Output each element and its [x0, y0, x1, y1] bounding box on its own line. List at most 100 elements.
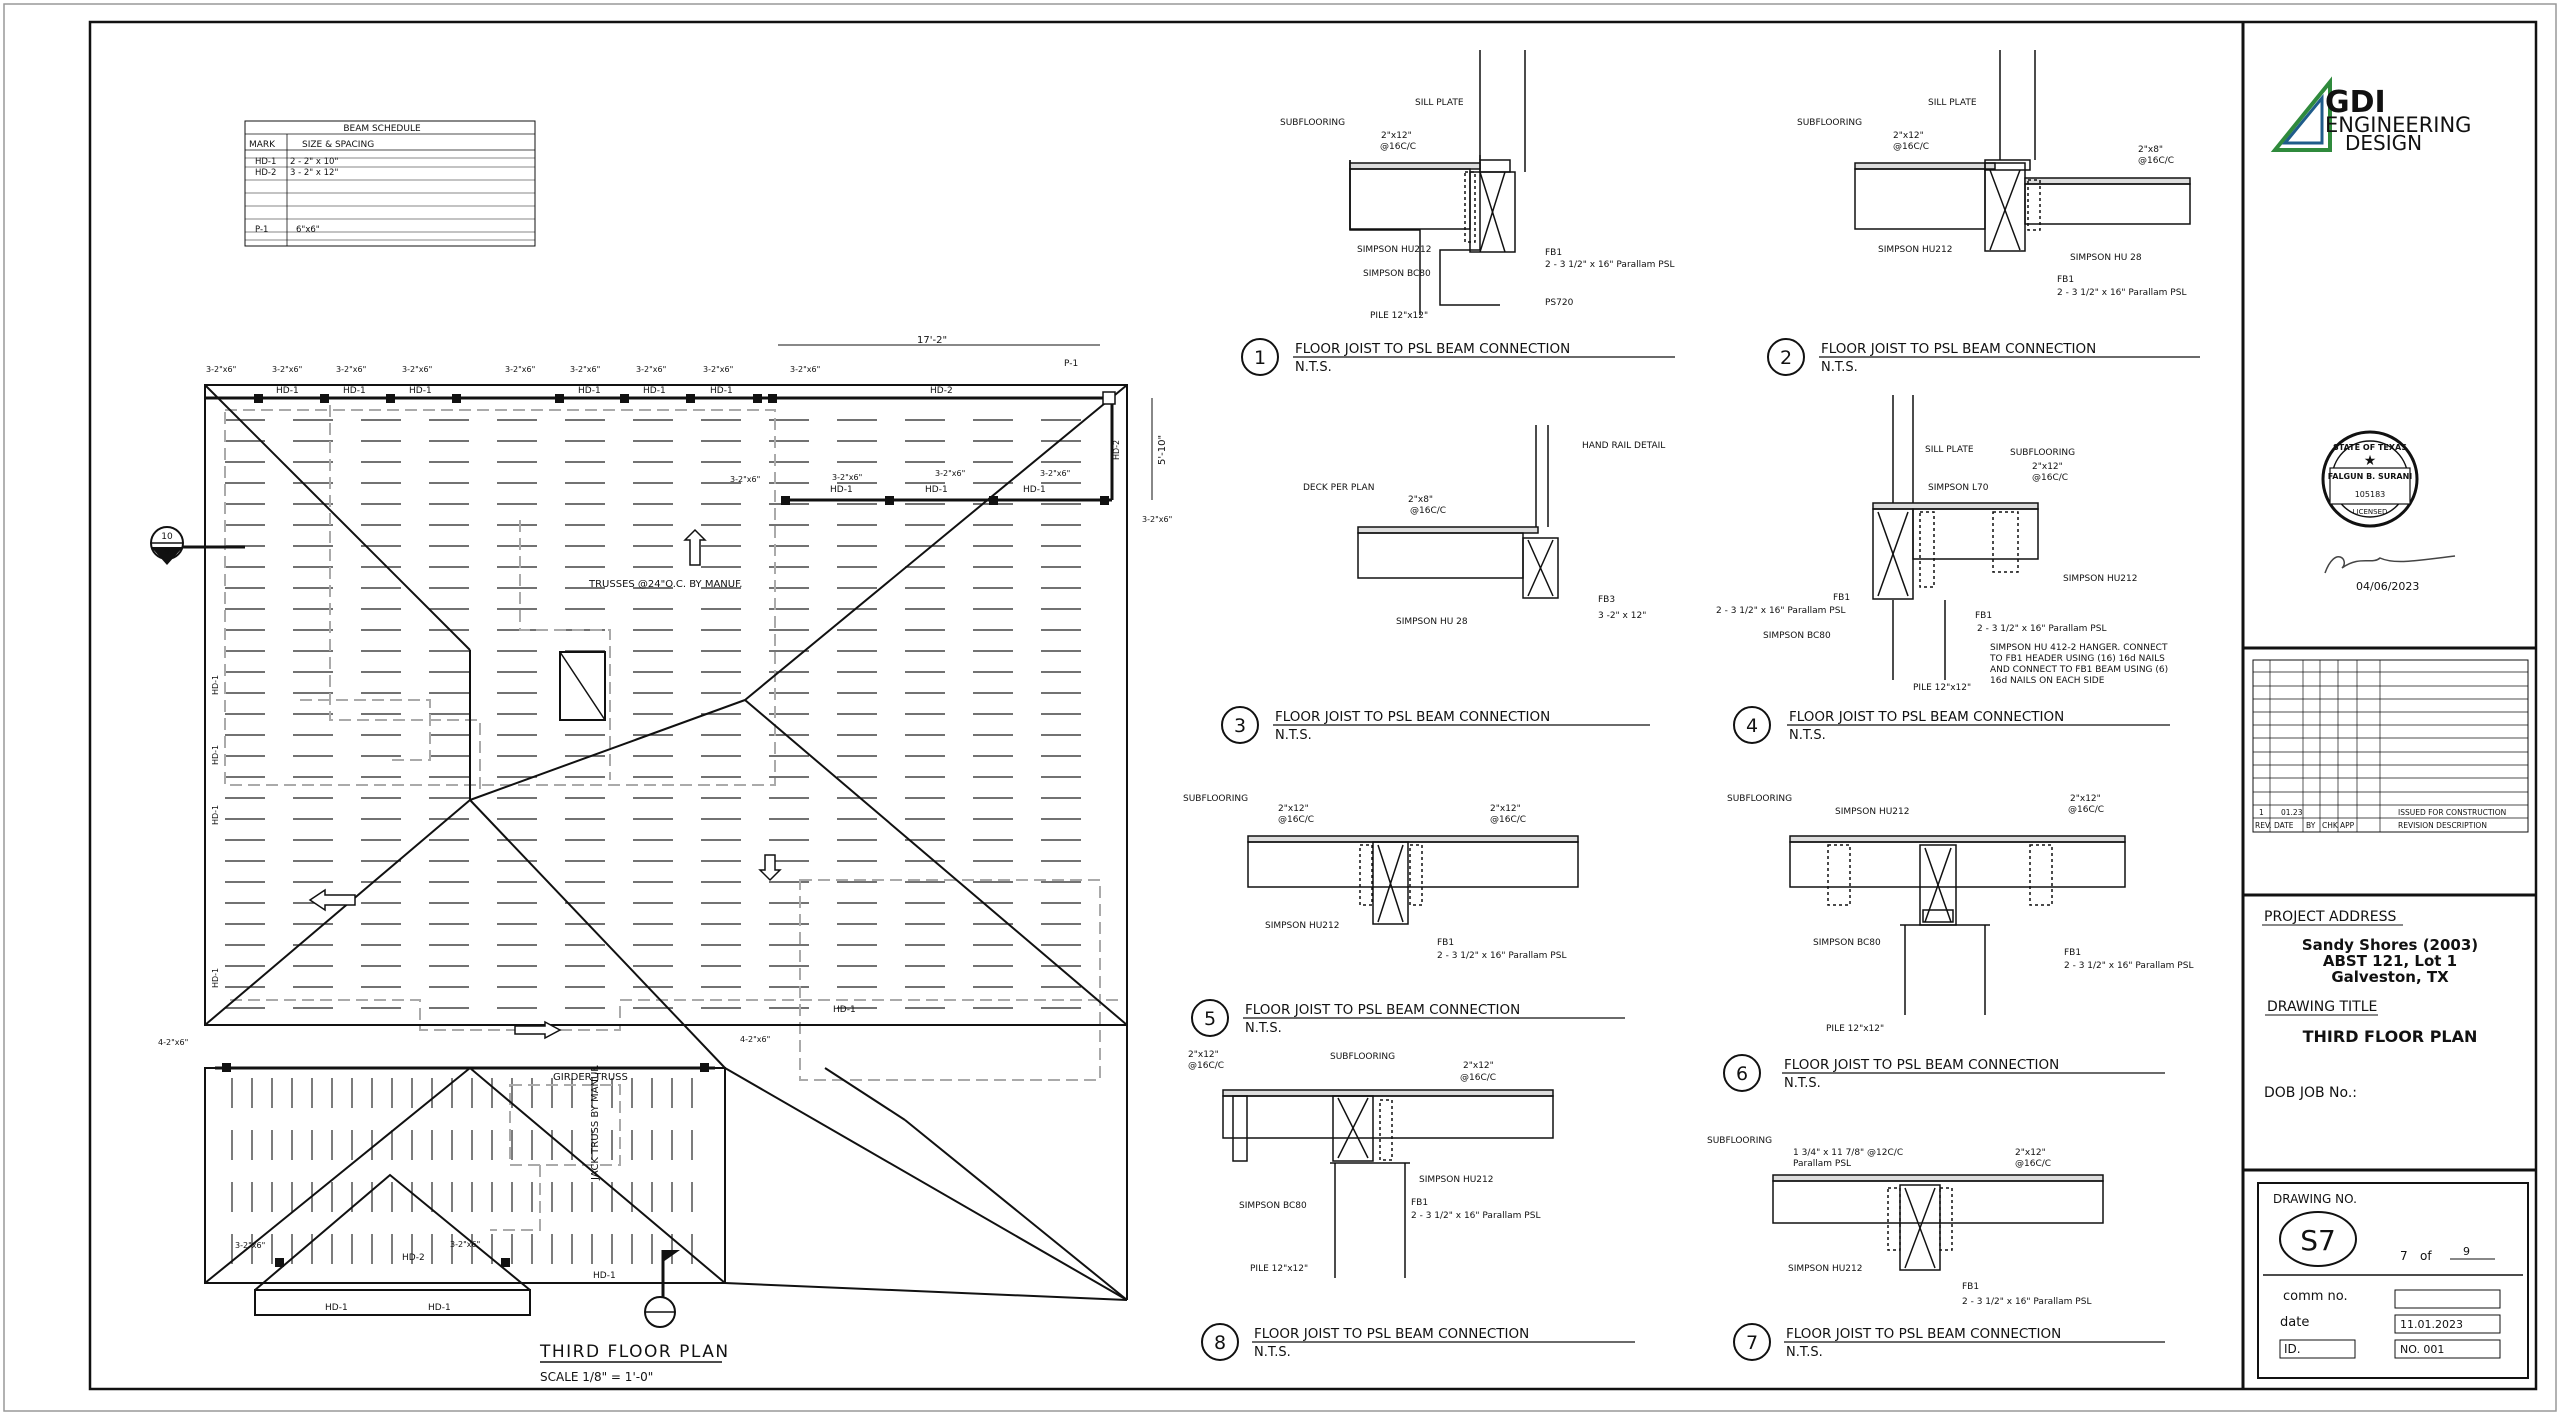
- svg-text:@16C/C: @16C/C: [2068, 805, 2104, 815]
- svg-text:FB1: FB1: [1962, 1282, 1979, 1292]
- post-label: 3-2"x6": [703, 365, 733, 374]
- svg-text:01.23: 01.23: [2281, 808, 2303, 817]
- header-label-hd1: HD-1: [643, 386, 666, 396]
- svg-text:N.T.S.: N.T.S.: [1784, 1076, 1821, 1091]
- svg-text:N.T.S.: N.T.S.: [1295, 360, 1332, 375]
- beam-schedule-cell: HD-2: [255, 168, 276, 178]
- signature: [2324, 555, 2456, 574]
- svg-text:DECK PER PLAN: DECK PER PLAN: [1303, 483, 1374, 493]
- detail-number: 7: [1746, 1332, 1758, 1354]
- svg-text:SILL PLATE: SILL PLATE: [1928, 98, 1977, 108]
- svg-text:AND CONNECT TO FB1 BEAM USING: AND CONNECT TO FB1 BEAM USING (6): [1990, 665, 2168, 675]
- project-name: Sandy Shores (2003): [2302, 936, 2478, 954]
- dob-job-label: DOB JOB No.:: [2264, 1085, 2357, 1101]
- post-label: 3-2"x6": [790, 365, 820, 374]
- jack-truss-label: JACK TRUSS BY MANUF.: [590, 1064, 601, 1181]
- svg-text:@16C/C: @16C/C: [2015, 1159, 2051, 1169]
- header-label-hd1: HD-1: [211, 805, 220, 825]
- svg-text:11.01.2023: 11.01.2023: [2400, 1318, 2463, 1331]
- svg-text:@16C/C: @16C/C: [1278, 815, 1314, 825]
- detail-2: SUBFLOORING SILL PLATE 2"x12" @16C/C 2"x…: [1767, 50, 2200, 376]
- dimension-top: 17'-2": [917, 335, 947, 346]
- third-floor-plan: TRUSSES @24"O.C. BY MANUF. GIRDER TRUSS …: [150, 335, 1172, 1384]
- beam-schedule-cell: HD-1: [255, 157, 276, 167]
- detail-title: FLOOR JOIST TO PSL BEAM CONNECTION: [1789, 709, 2064, 725]
- svg-text:@16C/C: @16C/C: [1893, 142, 1929, 152]
- svg-text:7: 7: [2400, 1249, 2408, 1263]
- header-label-hd1: HD-1: [325, 1303, 348, 1313]
- dimension-side: 5'-10": [1157, 435, 1168, 465]
- project-info: PROJECT ADDRESS Sandy Shores (2003) ABST…: [2243, 893, 2536, 1101]
- svg-text:date: date: [2280, 1315, 2309, 1330]
- svg-text:FB1: FB1: [1833, 593, 1850, 603]
- svg-text:FB1: FB1: [1437, 938, 1454, 948]
- detail-title: FLOOR JOIST TO PSL BEAM CONNECTION: [1821, 341, 2096, 357]
- svg-text:SIMPSON L70: SIMPSON L70: [1928, 483, 1989, 493]
- header-label-hd1: HD-1: [578, 386, 601, 396]
- sheet-number: S7: [2300, 1224, 2336, 1257]
- svg-text:SIMPSON HU212: SIMPSON HU212: [1265, 921, 1339, 931]
- svg-text:@16C/C: @16C/C: [1380, 142, 1416, 152]
- beam-schedule-header-size: SIZE & SPACING: [302, 140, 374, 150]
- svg-text:SILL PLATE: SILL PLATE: [1415, 98, 1464, 108]
- svg-text:04/06/2023: 04/06/2023: [2356, 580, 2419, 593]
- svg-text:SUBFLOORING: SUBFLOORING: [1727, 794, 1792, 804]
- svg-text:2 - 3 1/2" x 16" Parallam PSL: 2 - 3 1/2" x 16" Parallam PSL: [1411, 1211, 1540, 1221]
- svg-text:DRAWING NO.: DRAWING NO.: [2273, 1192, 2357, 1206]
- svg-text:@16C/C: @16C/C: [1460, 1073, 1496, 1083]
- company-logo: GDI ENGINEERING DESIGN: [2270, 76, 2471, 155]
- drawing-number-block: DRAWING NO. S7 7 of 9 comm no. date 11.0…: [2243, 1168, 2536, 1379]
- svg-text:comm no.: comm no.: [2283, 1289, 2348, 1304]
- svg-text:of: of: [2420, 1249, 2432, 1263]
- svg-text:N.T.S.: N.T.S.: [1275, 728, 1312, 743]
- detail-title: FLOOR JOIST TO PSL BEAM CONNECTION: [1245, 1002, 1520, 1018]
- svg-text:SUBFLOORING: SUBFLOORING: [1330, 1052, 1395, 1062]
- svg-text:BY: BY: [2306, 821, 2316, 830]
- svg-text:105183: 105183: [2355, 490, 2386, 499]
- svg-text:SUBFLOORING: SUBFLOORING: [1707, 1136, 1772, 1146]
- detail-title: FLOOR JOIST TO PSL BEAM CONNECTION: [1254, 1326, 1529, 1342]
- header-label-hd1: HD-1: [593, 1271, 616, 1281]
- outer-border: [3, 3, 2557, 1412]
- svg-text:2"x12": 2"x12": [2070, 794, 2101, 804]
- revision-table: 1 01.23 ISSUED FOR CONSTRUCTION REV. DAT…: [2243, 646, 2536, 833]
- svg-text:GDI: GDI: [2325, 85, 2386, 120]
- svg-text:3 -2" x 12": 3 -2" x 12": [1598, 611, 1646, 621]
- svg-text:APP: APP: [2340, 821, 2355, 830]
- detail-7: SUBFLOORING 1 3/4" x 11 7/8" @12C/C Para…: [1707, 1136, 2165, 1361]
- post-label: 3-2"x6": [570, 365, 600, 374]
- svg-text:2"x12": 2"x12": [1893, 131, 1924, 141]
- svg-text:SIMPSON BC80: SIMPSON BC80: [1239, 1201, 1307, 1211]
- svg-text:SIMPSON HU212: SIMPSON HU212: [1878, 245, 1952, 255]
- svg-text:ID.: ID.: [2284, 1342, 2301, 1356]
- section-marker-10-9: 10 9: [150, 526, 245, 565]
- project-lot: ABST 121, Lot 1: [2323, 952, 2457, 970]
- svg-text:2 - 3 1/2" x 16" Parallam PSL: 2 - 3 1/2" x 16" Parallam PSL: [1437, 951, 1566, 961]
- post-label-4: 4-2"x6": [158, 1038, 188, 1047]
- header-label-hd1: HD-1: [343, 386, 366, 396]
- svg-text:★: ★: [2364, 453, 2377, 469]
- detail-title: FLOOR JOIST TO PSL BEAM CONNECTION: [1295, 341, 1570, 357]
- post-label: 3-2"x6": [272, 365, 302, 374]
- header-label-hd1: HD-1: [833, 1005, 856, 1015]
- svg-text:ENGINEERING: ENGINEERING: [2325, 113, 2471, 137]
- svg-text:2 - 3 1/2" x 16" Parallam PSL: 2 - 3 1/2" x 16" Parallam PSL: [1545, 260, 1674, 270]
- svg-text:2"x12": 2"x12": [1490, 804, 1521, 814]
- svg-text:2 - 3 1/2" x 16" Parallam PSL: 2 - 3 1/2" x 16" Parallam PSL: [1716, 606, 1845, 616]
- svg-text:DATE: DATE: [2274, 821, 2294, 830]
- svg-text:Parallam PSL: Parallam PSL: [1793, 1159, 1851, 1169]
- svg-text:SIMPSON HU 28: SIMPSON HU 28: [1396, 617, 1468, 627]
- svg-text:@16C/C: @16C/C: [2138, 156, 2174, 166]
- detail-8: 2"x12" @16C/C SUBFLOORING 2"x12" @16C/C …: [1188, 1050, 1635, 1361]
- drawing-title-label: DRAWING TITLE: [2267, 999, 2377, 1015]
- svg-text:CHK: CHK: [2322, 821, 2339, 830]
- svg-text:2"x12": 2"x12": [1188, 1050, 1219, 1060]
- detail-6: SUBFLOORING SIMPSON HU212 2"x12" @16C/C …: [1723, 794, 2193, 1092]
- beam-schedule-table: BEAM SCHEDULE MARK SIZE & SPACING HD-1 2…: [244, 120, 536, 247]
- svg-text:2"x12": 2"x12": [1278, 804, 1309, 814]
- svg-text:2"x12": 2"x12": [1463, 1061, 1494, 1071]
- detail-title: FLOOR JOIST TO PSL BEAM CONNECTION: [1275, 709, 1550, 725]
- svg-text:N.T.S.: N.T.S.: [1254, 1345, 1291, 1360]
- plan-scale: SCALE 1/8" = 1'-0": [540, 1370, 653, 1384]
- svg-text:9: 9: [2463, 1245, 2470, 1258]
